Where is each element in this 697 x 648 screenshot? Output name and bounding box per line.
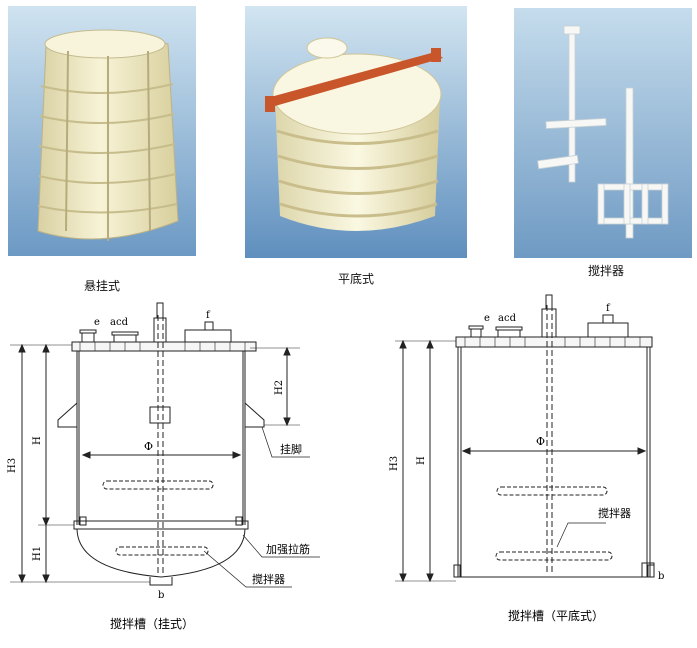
nozzle-e-label-r: e [484, 313, 490, 324]
agitator-caption: 搅拌器 [587, 264, 624, 278]
nozzle-e-label: e [94, 317, 100, 328]
hanging-tank-photo [8, 6, 196, 256]
flat-caption: 平底式 [337, 272, 374, 286]
nozzle-acd-label-r: acd [498, 313, 517, 324]
agitator-photo [514, 8, 692, 258]
dim-phi-label: Φ [144, 440, 153, 453]
callout-agitator: 搅拌器 [252, 572, 285, 586]
dim-phi-label-r: Φ [536, 435, 545, 448]
flat-tank-photo [245, 6, 467, 258]
dim-h1-label: H1 [32, 546, 43, 561]
callout-leg: 挂脚 [280, 442, 302, 456]
dim-h-label: H [32, 436, 43, 445]
callout-agitator-r: 搅拌器 [598, 506, 631, 520]
hanging-caption: 悬挂式 [83, 279, 120, 293]
nozzle-f-label: f [206, 310, 211, 321]
callout-rib: 加强拉筋 [266, 542, 310, 556]
dim-h-label-r: H [416, 456, 427, 465]
drawing-right-title: 搅拌槽（平底式） [508, 608, 604, 623]
hanging-tank-drawing: e acd f b H3 H H1 H2 Φ 挂脚 加强拉筋 搅拌器 搅拌槽（挂… [7, 302, 320, 631]
dim-h3-label: H3 [7, 458, 18, 473]
nozzle-acd-label: acd [110, 317, 129, 328]
drawing-left-title: 搅拌槽（挂式） [110, 616, 194, 631]
flat-tank-drawing: e acd f b H3 H Φ 搅拌器 搅拌槽（平底式） [389, 294, 664, 623]
dim-h2-label: H2 [274, 380, 285, 395]
nozzle-b-label: b [158, 590, 164, 601]
nozzle-f-label-r: f [606, 303, 611, 314]
dim-h3-label-r: H3 [389, 456, 400, 471]
nozzle-b-label-r: b [658, 571, 664, 582]
